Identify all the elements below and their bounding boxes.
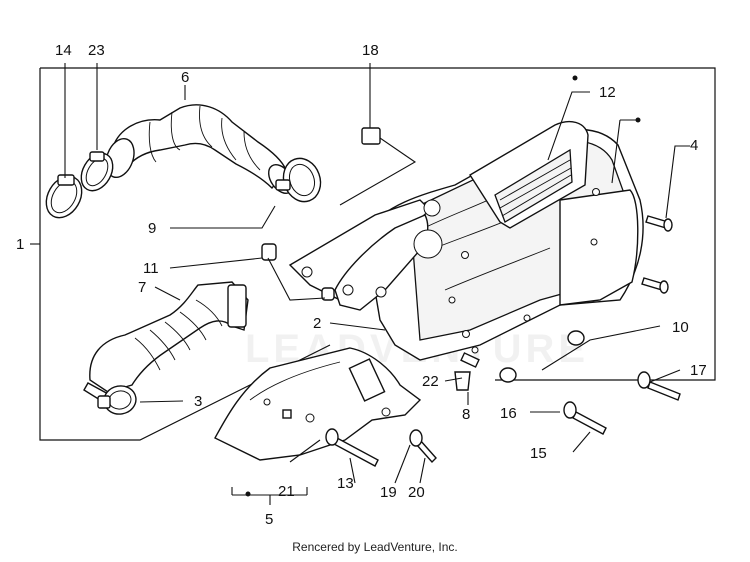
- callout-5: 5: [265, 511, 273, 528]
- callout-11: 11: [143, 260, 159, 277]
- clip-18: [361, 127, 381, 145]
- callout-labels: 14 23 6 18 12 4 1 9 11 7 2 10 17 22 3 8 …: [16, 42, 707, 528]
- callout-3: 3: [194, 393, 202, 410]
- callout-7: 7: [138, 279, 146, 296]
- marker-dot: [245, 491, 251, 497]
- callout-2: 2: [313, 315, 321, 332]
- lower-intake-hose: [83, 281, 249, 401]
- assembly-frame: [39, 67, 716, 441]
- callout-6: 6: [181, 69, 189, 86]
- callout-16: 16: [500, 405, 517, 422]
- marker-dot: [635, 117, 641, 123]
- callout-12: 12: [599, 84, 616, 101]
- screws: [325, 215, 681, 467]
- clamp-3: [97, 385, 137, 415]
- lower-cover-panel: [214, 347, 422, 461]
- callout-15: 15: [530, 445, 547, 462]
- filter-element: [469, 120, 589, 229]
- callout-19: 19: [380, 484, 397, 501]
- callout-9: 9: [148, 220, 156, 237]
- callout-14: 14: [55, 42, 72, 59]
- side-bracket: [288, 199, 443, 311]
- leader-lines: [30, 63, 690, 505]
- callout-17: 17: [690, 362, 707, 379]
- hose-clamps: [45, 151, 322, 219]
- callout-22: 22: [422, 373, 439, 390]
- spacer-11: [261, 243, 335, 301]
- callout-13: 13: [337, 475, 354, 492]
- render-credit: Rencered by LeadVenture, Inc.: [292, 540, 458, 554]
- callout-4: 4: [690, 137, 698, 154]
- callout-21: 21: [278, 483, 295, 500]
- callout-20: 20: [408, 484, 425, 501]
- intake-duct: [105, 104, 295, 195]
- callout-10: 10: [672, 319, 689, 336]
- callout-18: 18: [362, 42, 379, 59]
- callout-1: 1: [16, 236, 24, 253]
- marker-dot: [572, 75, 578, 81]
- callout-8: 8: [462, 406, 470, 423]
- callout-23: 23: [88, 42, 105, 59]
